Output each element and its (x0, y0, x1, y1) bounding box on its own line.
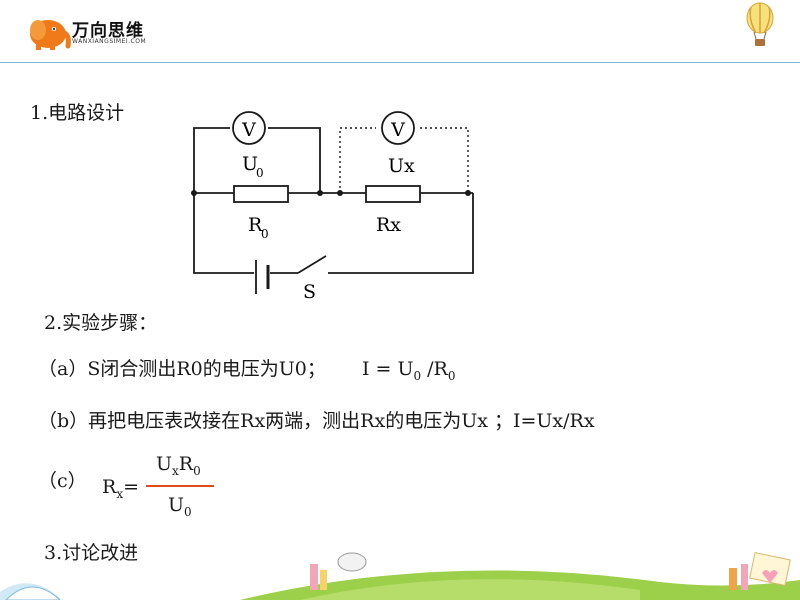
formula-rx-lhs: Rx= (102, 476, 140, 501)
section-discussion-title: 3.讨论改进 (44, 542, 139, 564)
brand-subtitle: WANXIANGSIMEI.COM (72, 38, 147, 45)
section-circuit-design-title: 1.电路设计 (30, 102, 125, 124)
brand-name: 万向思维 (72, 21, 144, 41)
label-r0: R (248, 214, 263, 236)
resistor-rx-icon (365, 185, 421, 203)
outer-loop (193, 193, 474, 274)
elephant-logo-icon (30, 20, 71, 50)
step-a-text: （a）S闭合测出R0的电压为U0； (38, 358, 326, 380)
voltmeter-ux-loop (339, 127, 469, 193)
resistor-r0-icon (233, 185, 289, 203)
label-ux: Ux (388, 155, 415, 177)
step-b: （b）再把电压表改接在Rx两端，测出Rx的电压为Ux ；I=Ux/Rx (38, 410, 595, 432)
label-r0-subscript: 0 (261, 227, 269, 241)
main-branch (194, 185, 473, 203)
formula-numerator: UxR0 (156, 453, 201, 478)
battery-icon (255, 260, 270, 294)
switch-blade-icon (297, 255, 327, 274)
voltmeter-1-icon (232, 111, 266, 145)
circuit-diagram: V V U 0 Ux R 0 Rx S (191, 111, 474, 303)
header-divider (0, 62, 800, 63)
section-steps-title: 2.实验步骤： (44, 312, 158, 334)
label-u0-subscript: 0 (256, 166, 264, 180)
voltmeter-1-label: V (241, 119, 256, 141)
step-a-formula: I = U0 /R0 (361, 358, 456, 383)
voltmeter-u0-loop (193, 127, 321, 193)
grass-hill-decoration-icon (0, 551, 800, 600)
label-u0: U (242, 153, 258, 175)
step-c-label: （c） (38, 470, 87, 492)
voltmeter-2-icon (381, 111, 415, 145)
fraction-bar (146, 485, 214, 487)
formula-denominator: U0 (168, 494, 192, 519)
label-rx: Rx (376, 214, 401, 236)
hot-air-balloon-icon (746, 2, 774, 46)
voltmeter-2-label: V (390, 119, 405, 141)
step-a: （a）S闭合测出R0的电压为U0； I = U0 /R0 (38, 354, 456, 383)
label-switch: S (303, 281, 316, 303)
